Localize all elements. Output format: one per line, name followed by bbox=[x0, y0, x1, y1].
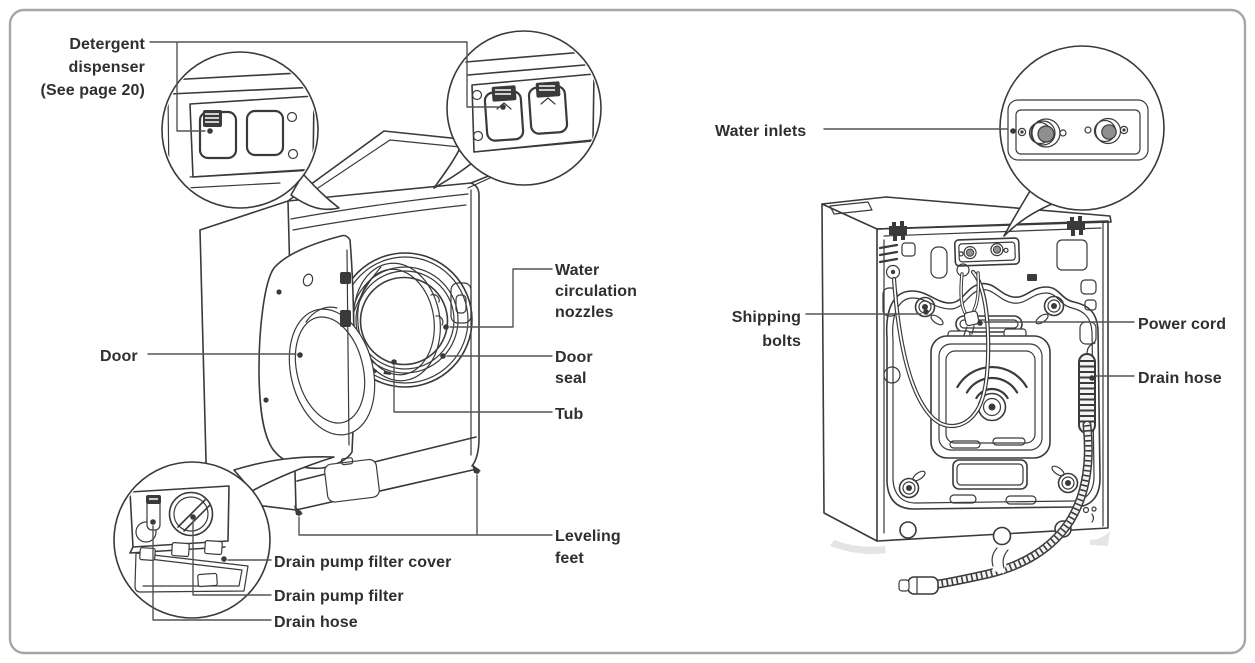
detergent-dispenser-callout-2 bbox=[433, 30, 602, 189]
drain-pump-filter-callout bbox=[113, 456, 335, 619]
detergent-dispenser-callout bbox=[161, 51, 340, 211]
drain-hose-part bbox=[898, 342, 1096, 595]
rear-leader-lines bbox=[805, 128, 1135, 381]
label-water-circulation-nozzles: Water circulation nozzles bbox=[555, 262, 638, 321]
door-latch bbox=[450, 282, 472, 324]
label-shipping-bolts: Shipping bolts bbox=[731, 309, 801, 350]
label-drain-pump-filter-cover: Drain pump filter cover bbox=[274, 554, 452, 571]
door-part bbox=[258, 234, 376, 470]
rear-access-cover bbox=[930, 328, 1051, 459]
label-power-cord: Power cord bbox=[1138, 316, 1227, 333]
front-leader-lines bbox=[147, 41, 553, 621]
water-inlets-callout bbox=[999, 45, 1165, 237]
water-inlet-connectors bbox=[1017, 117, 1129, 148]
shipping-clamp-icons bbox=[889, 216, 1085, 241]
label-drain-hose-front: Drain hose bbox=[274, 614, 358, 631]
label-drain-pump-filter: Drain pump filter bbox=[274, 588, 404, 605]
page-border bbox=[8, 8, 1247, 655]
water-circulation-nozzles-part bbox=[430, 294, 444, 326]
rear-view-drawing bbox=[805, 45, 1165, 595]
label-tub: Tub bbox=[555, 406, 584, 423]
front-view-drawing bbox=[113, 30, 602, 621]
label-door-seal: Door seal bbox=[555, 349, 593, 387]
label-leveling-feet: Leveling feet bbox=[555, 528, 621, 567]
water-inlets-part bbox=[953, 237, 1021, 267]
label-water-inlets: Water inlets bbox=[715, 123, 807, 140]
label-drain-hose-rear: Drain hose bbox=[1138, 370, 1222, 387]
label-detergent-dispenser: Detergent dispenser (See page 20) bbox=[40, 36, 145, 99]
power-cord-part bbox=[891, 269, 991, 428]
label-door: Door bbox=[100, 348, 138, 365]
drain-pump-filter-cover-part bbox=[324, 457, 380, 503]
